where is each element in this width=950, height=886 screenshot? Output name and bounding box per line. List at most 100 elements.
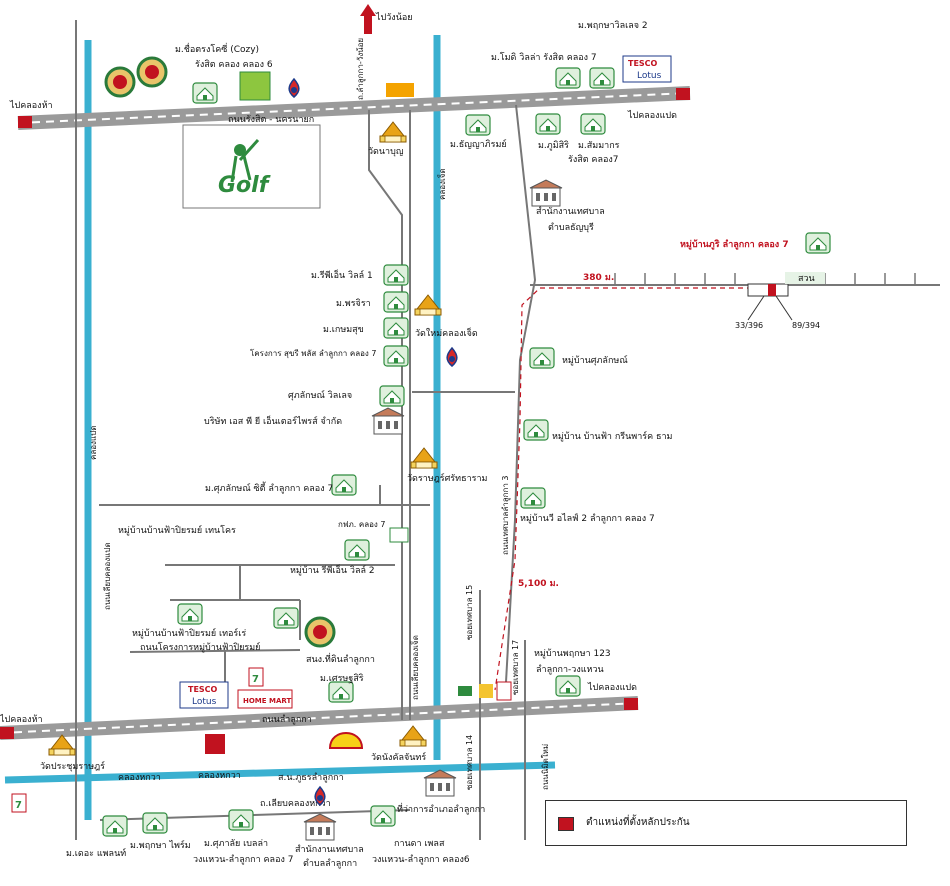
seal-icon: [304, 616, 336, 648]
route-path: [494, 287, 752, 691]
label-pruksa123b: ลำลูกกา-วงแหวน: [536, 664, 604, 675]
seal-icon: [104, 66, 136, 98]
label-cozy2: รังสิต คลอง คลอง 6: [195, 59, 273, 70]
gas-station-icon: [288, 78, 300, 98]
map-icons: [11, 55, 831, 841]
house-icon: [555, 67, 581, 89]
store-icon: [239, 71, 271, 101]
label-supalai-bella2: วงแหวน-ลำลูกกา คลอง 7: [193, 854, 293, 865]
road-liab-khlongchet: ถนนเลียบคลองเจ็ด: [410, 635, 420, 700]
place-labels: ม.ชื่อตรงโคซี่ (Cozy) รังสิต คลอง คลอง 6…: [15, 20, 820, 869]
road-khlongchet: คลองเจ็ด: [437, 168, 447, 200]
label-cozy: ม.ชื่อตรงโคซี่ (Cozy): [175, 42, 259, 55]
to-khlong8-bottom: ไปคลองแปด: [587, 682, 637, 693]
house-icon: [192, 82, 218, 104]
house-icon: [102, 815, 128, 837]
label-supalai-bella: ม.ศุภาลัย เบลล่า: [204, 839, 268, 849]
road-soi17: ซอยเทศบาล 17: [511, 640, 520, 695]
label-homemart: HOME MART: [243, 697, 291, 705]
house-icon: [228, 809, 254, 831]
tesco-lotus-icon: [179, 681, 229, 709]
road-hatlaw: คลองหกวา: [118, 773, 161, 783]
label-supalai-village: หมู่บ้านศุภลักษณ์: [562, 354, 628, 366]
label-dist-5100: 5,100 ม.: [518, 579, 559, 589]
golf-course: [182, 124, 321, 209]
road-soi14: ซอยเทศบาล 14: [465, 735, 474, 790]
house-icon: [328, 681, 354, 703]
north-arrow: [360, 4, 376, 34]
house-icon: [523, 419, 549, 441]
label-thanya: ม.ธัญญาภิรมย์: [450, 138, 507, 150]
house-icon: [383, 317, 409, 339]
label-supalai-city: ม.ศุภลักษณ์ ซิตี้ ลำลูกกา คลอง 7: [205, 481, 333, 494]
temple-icon: [399, 725, 427, 747]
road-phiyarom: ถนนโครงการหมู่บ้านฟ้าปิยรมย์: [140, 641, 260, 653]
to-khlong5-top: ไปคลองห้า: [9, 100, 53, 111]
label-supalai-ville: ศุภลักษณ์ วิลเลจ: [288, 389, 352, 401]
label-sammakorn: ม.สัมมากร: [578, 141, 620, 151]
label-rpn2: หมู่บ้าน รีพีเอ็น วิลล์ 2: [290, 563, 375, 576]
shop-icon: [458, 686, 472, 696]
isuzu-icon: [205, 734, 225, 754]
label-tessaban-office: สำนักงานเทศบาล: [536, 206, 605, 217]
label-pornchira: ม.พรจิรา: [336, 298, 371, 309]
label-setthasiri: ม.เศรษฐสิริ: [320, 673, 364, 684]
shop-icon: [386, 83, 414, 97]
road-tessaban3: ถนนเทศบาลลำลูกกา 3: [501, 476, 511, 555]
label-seven-bottom: 7: [15, 800, 22, 811]
label-sammakorn2: รังสิต คลอง7: [568, 154, 619, 165]
government-building-icon: [529, 179, 563, 207]
road-top-main: ถนนรังสิต - นครนายก: [228, 114, 314, 125]
label-dist-380: 380 ม.: [583, 273, 614, 283]
label-pruksa123: หมู่บ้านพฤกษา 123: [534, 648, 611, 659]
label-modi: ม.โมดิ วิลล่า รังสิต คลอง 7: [491, 52, 597, 63]
label-ktk: กฟภ. คลอง 7: [338, 520, 385, 529]
house-icon: [535, 113, 561, 135]
house-icon: [465, 114, 491, 136]
house-icon: [379, 385, 405, 407]
label-wat-mai: วัดใหม่คลองเจ็ด: [415, 326, 478, 339]
house-icon: [370, 805, 396, 827]
label-tessaban-lamlukka2: ตำบลลำลูกกา: [303, 858, 357, 869]
label-lot1: 33/396: [735, 321, 763, 330]
house-icon: [580, 113, 606, 135]
label-wat-rat: วัดราษฎร์ศรัทธาราม: [407, 472, 488, 484]
golf-label: Golf: [218, 173, 271, 198]
house-icon: [383, 264, 409, 286]
house-icon: [344, 539, 370, 561]
top-highway: [17, 86, 691, 130]
to-wangnoi: ไปวังน้อย: [375, 12, 413, 23]
label-tesco-top: TESCO: [628, 59, 658, 68]
label-lot2: 89/394: [792, 321, 820, 330]
tesco-lotus-icon: [622, 55, 672, 83]
label-wealth2: หมู่บ้านวี อไลฟ์ 2 ลำลูกกา คลอง 7: [520, 512, 655, 524]
company-building-icon: [371, 407, 405, 435]
label-wat-prachum: วัดประชุมราษฎร์: [40, 760, 105, 772]
road-lamlukka-wangnoi: ถ.ลำลูกกา-วังน้อย: [356, 38, 366, 100]
house-icon: [520, 487, 546, 509]
label-seven-top: 7: [252, 674, 259, 685]
road-labels: ถนนรังสิต - นครนายก ถนนลำลูกกา คลองหกวา …: [89, 38, 550, 809]
to-khlong8-top: ไปคลองแปด: [627, 110, 677, 121]
seven-eleven-icon: [248, 667, 264, 687]
label-kasemsuk: ม.เกษมสุข: [323, 325, 364, 335]
road-liab-hatlaw: ถ.เลียบคลองหกวา: [260, 798, 331, 809]
label-wat-nangkhon: วัดนังคัลจันทร์: [371, 751, 426, 763]
legend-swatch: [558, 817, 574, 831]
house-icon: [555, 675, 581, 697]
district-office-icon: [423, 769, 457, 797]
road-soi15: ซอยเทศบาล 15: [465, 585, 474, 640]
label-wat-naboon: วัดนาบุญ: [368, 147, 404, 157]
house-icon: [383, 345, 409, 367]
temple-icon: [379, 121, 407, 143]
bottom-highway: [0, 696, 639, 740]
shell-icon: [328, 732, 364, 749]
road-nimit-mai: ถนนนิมิตใหม่: [541, 744, 550, 790]
house-icon: [142, 812, 168, 834]
label-police: สนง.ที่ดินลำลูกกา: [306, 652, 375, 665]
electricity-icon: [389, 527, 409, 543]
seven-eleven-icon: [496, 681, 512, 701]
road-liab-khlongpaet: ถนนเลียบคลองแปด: [103, 542, 112, 610]
house-icon: [383, 291, 409, 313]
